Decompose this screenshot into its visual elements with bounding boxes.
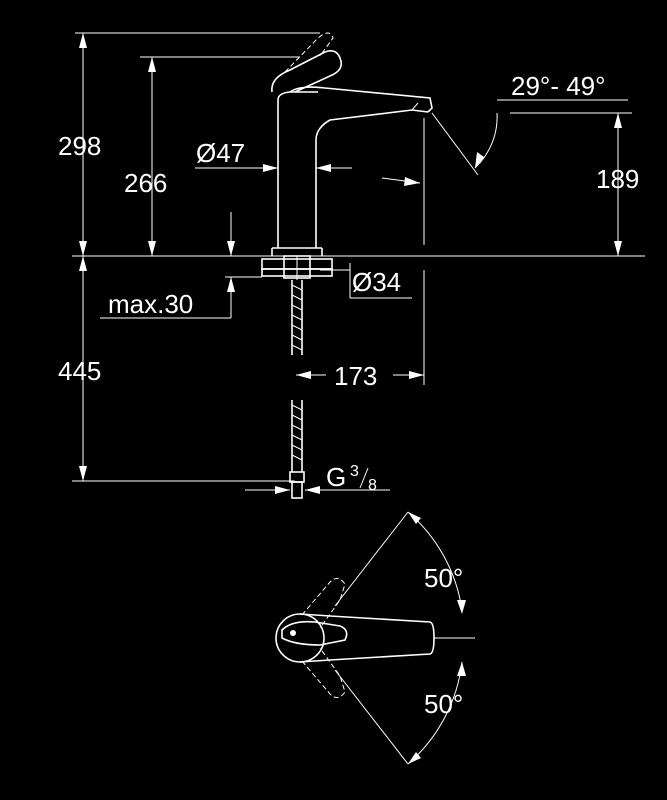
dim-266 bbox=[148, 57, 156, 256]
label-173: 173 bbox=[334, 361, 377, 391]
top-view-faucet bbox=[275, 613, 435, 663]
top-view-lever-ghosts bbox=[301, 578, 346, 698]
thread-fraction-slash bbox=[359, 467, 369, 489]
faucet-lever bbox=[271, 32, 343, 93]
label-189: 189 bbox=[596, 164, 639, 194]
dim-max30 bbox=[100, 212, 262, 319]
top-view-angle-dims bbox=[334, 511, 475, 765]
dim-298 bbox=[79, 33, 87, 256]
label-thread-num: 3 bbox=[350, 463, 359, 480]
label-spout-angle: 29°- 49° bbox=[511, 71, 606, 101]
dim-d34 bbox=[320, 263, 412, 299]
dim-173 bbox=[296, 371, 424, 379]
supply-hose bbox=[289, 280, 305, 499]
label-d47: Ø47 bbox=[196, 138, 245, 168]
label-445: 445 bbox=[58, 356, 101, 386]
dim-d47 bbox=[195, 164, 352, 172]
label-thread-den: 8 bbox=[368, 477, 377, 494]
mounting-hardware bbox=[261, 255, 333, 280]
faucet-body bbox=[271, 86, 433, 256]
label-thread-g: G bbox=[326, 462, 346, 492]
dim-445 bbox=[79, 256, 87, 481]
dim-thread bbox=[245, 486, 390, 494]
label-max30: max.30 bbox=[108, 289, 193, 319]
dim-189 bbox=[614, 113, 622, 256]
dim-spout-angle bbox=[381, 99, 628, 186]
label-266: 266 bbox=[124, 168, 167, 198]
label-lever-angle-bottom: 50° bbox=[424, 689, 463, 719]
label-298: 298 bbox=[58, 131, 101, 161]
label-lever-angle-top: 50° bbox=[424, 563, 463, 593]
label-d34: Ø34 bbox=[352, 267, 401, 297]
